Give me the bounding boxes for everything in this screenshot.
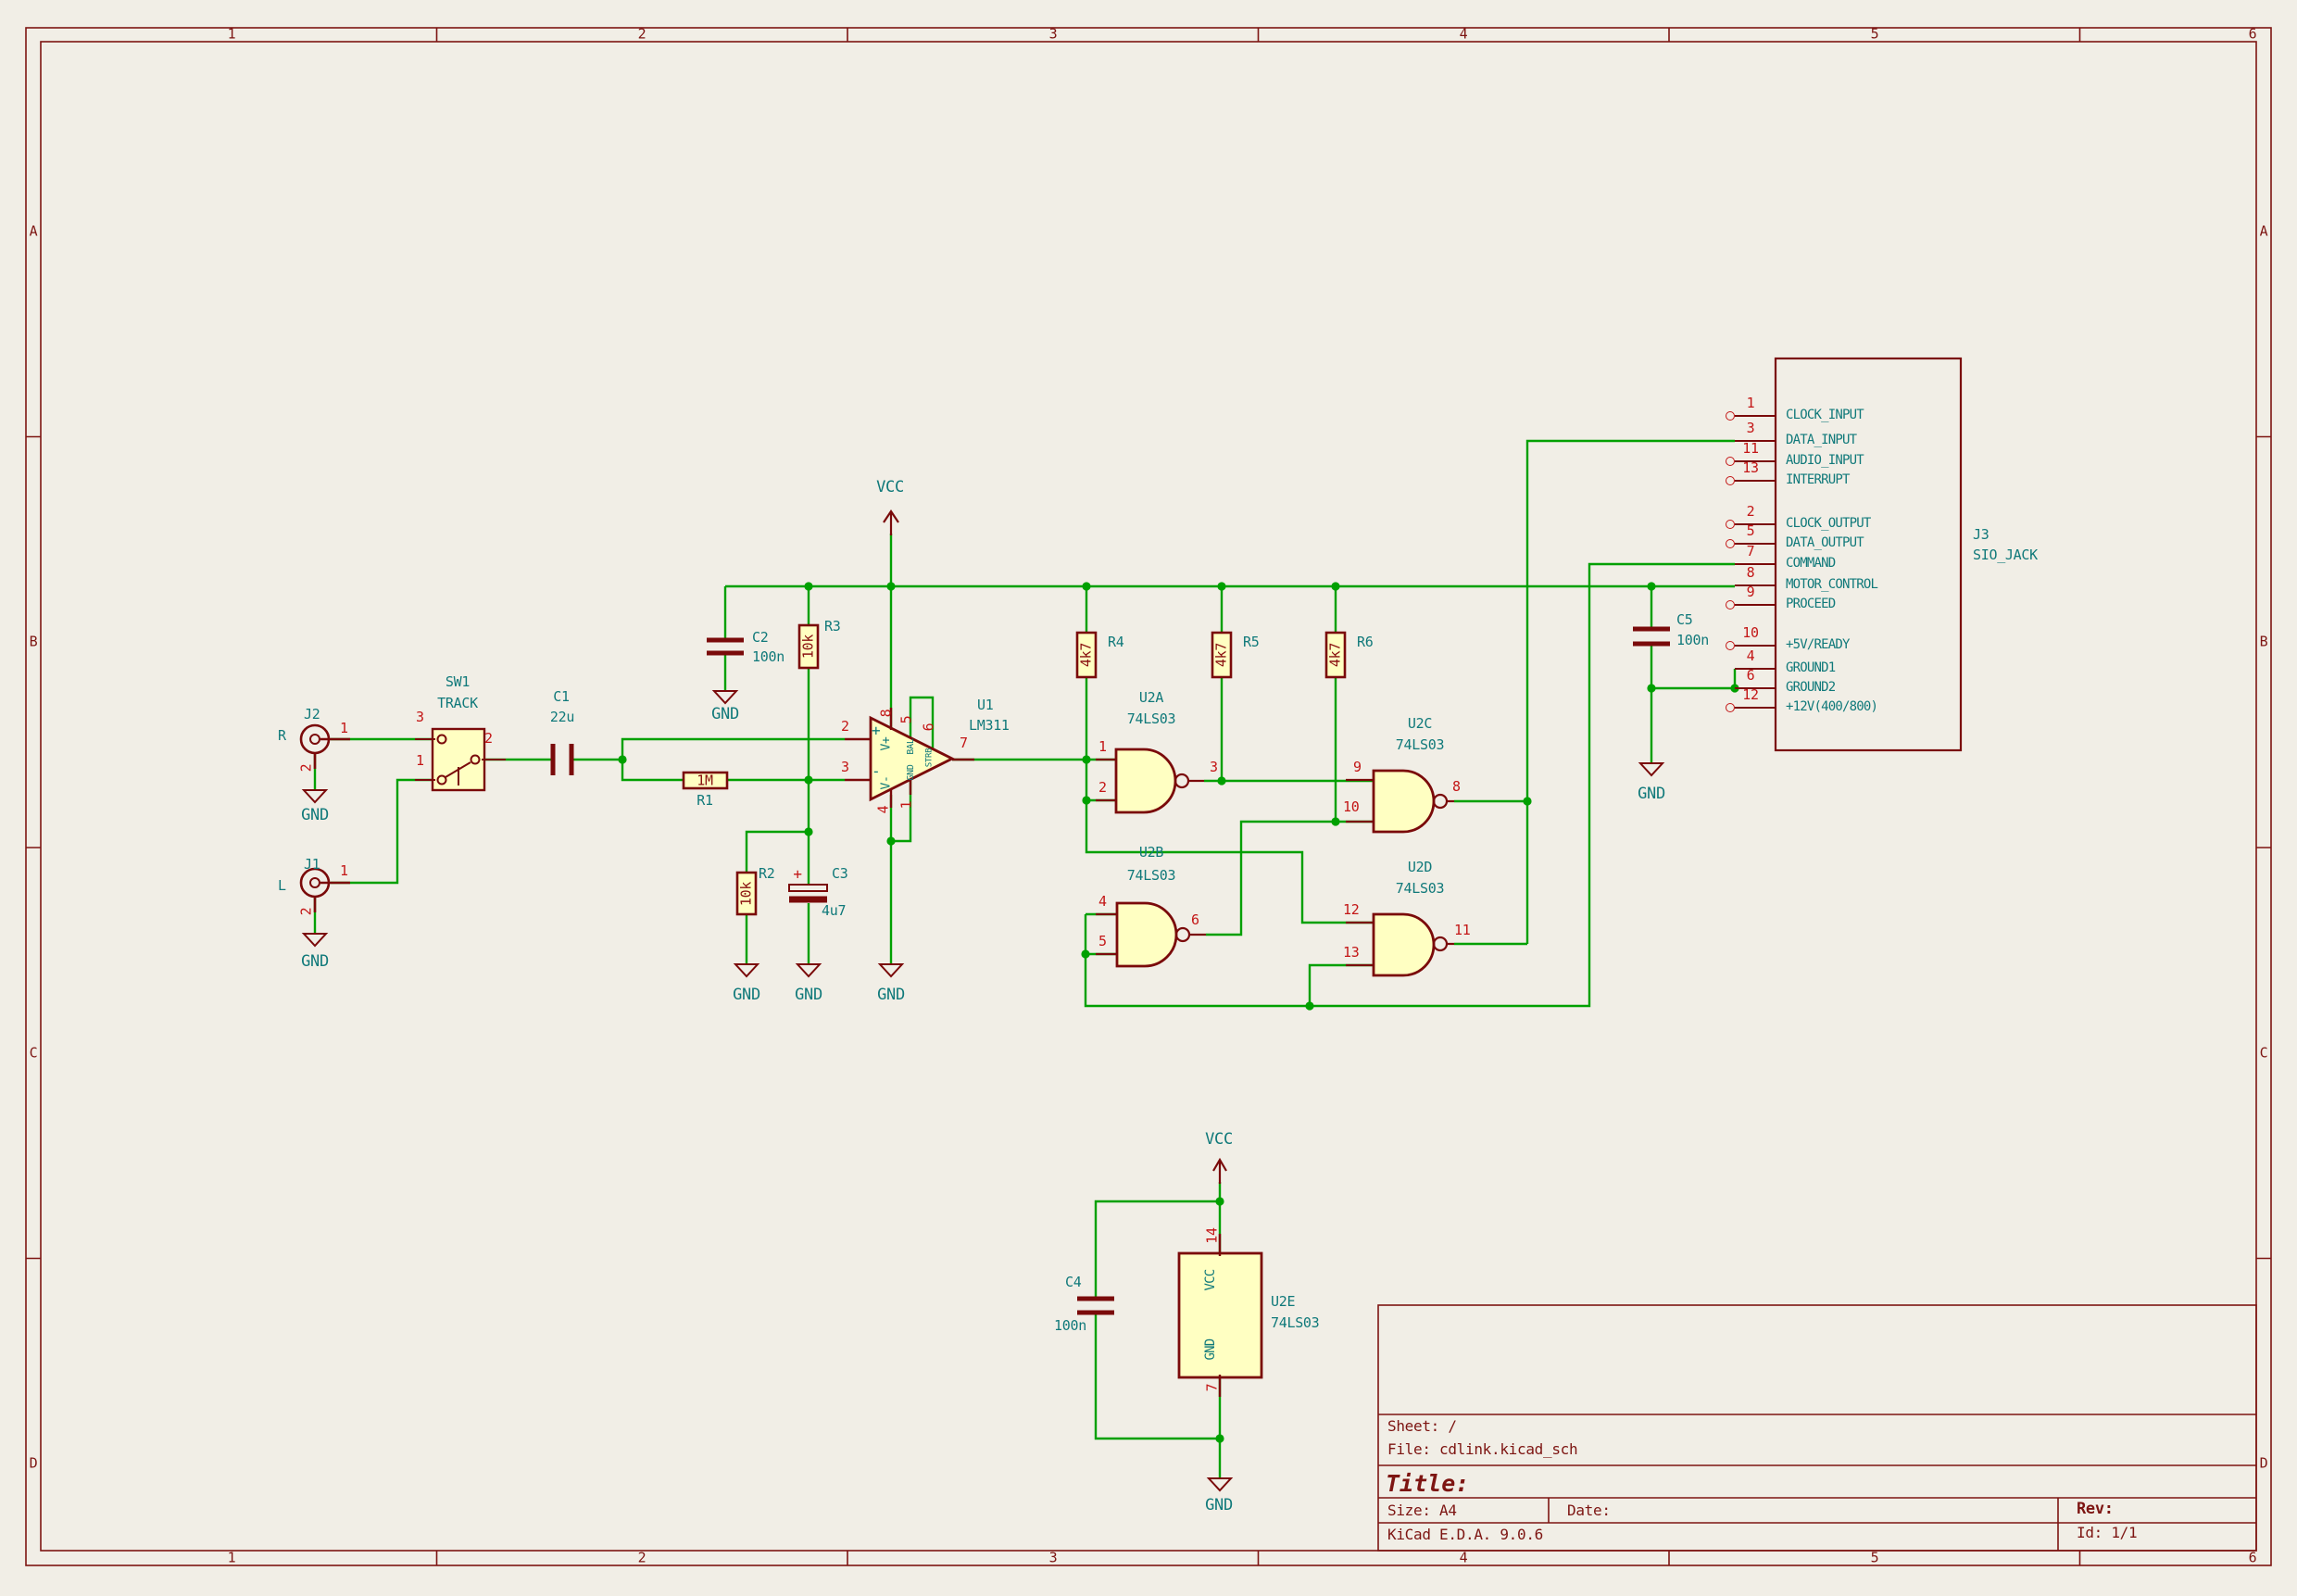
nand-gate-u2c[interactable] xyxy=(1346,769,1454,834)
capacitor-c4[interactable] xyxy=(1077,1296,1114,1315)
frame-inner-border xyxy=(40,41,2257,1552)
resistor-r4[interactable] xyxy=(1075,631,1098,679)
connector-j3[interactable] xyxy=(1774,357,1963,752)
sheet-frame xyxy=(25,27,2272,1566)
resistor-r6[interactable] xyxy=(1324,631,1347,679)
wire-layer[interactable] xyxy=(313,439,1737,1478)
frame-row-ticks xyxy=(26,435,2271,1260)
nand-gate-u2d[interactable] xyxy=(1346,912,1454,977)
resistor-r3[interactable] xyxy=(797,623,820,670)
symbol-layer[interactable] xyxy=(299,357,1963,1492)
connector-j1[interactable] xyxy=(299,867,350,912)
capacitor-c2[interactable] xyxy=(707,637,744,656)
nand-gate-u2a[interactable] xyxy=(1096,748,1204,814)
gnd-symbols[interactable] xyxy=(301,690,1665,1492)
frame-column-ticks xyxy=(435,28,2081,1565)
connector-j2[interactable] xyxy=(299,723,350,769)
capacitor-c3[interactable] xyxy=(788,884,828,903)
capacitor-c1[interactable] xyxy=(550,744,574,775)
capacitor-c5[interactable] xyxy=(1633,626,1670,647)
nand-gate-u2b[interactable] xyxy=(1096,901,1206,968)
resistor-r1[interactable] xyxy=(682,771,729,790)
frame-outer-border xyxy=(25,27,2272,1566)
power-unit-u2e[interactable] xyxy=(1177,1234,1263,1397)
resistor-r5[interactable] xyxy=(1211,631,1233,679)
opamp-u1[interactable] xyxy=(845,708,974,808)
vcc-symbol-top[interactable] xyxy=(883,509,899,535)
switch-sw1[interactable] xyxy=(415,727,506,792)
resistor-r2[interactable] xyxy=(735,871,758,916)
title-block-lines xyxy=(1377,1304,2257,1552)
title-block-box xyxy=(1377,1304,2257,1552)
vcc-symbol-bottom[interactable] xyxy=(1212,1157,1227,1184)
wire[interactable] xyxy=(313,439,1737,1478)
